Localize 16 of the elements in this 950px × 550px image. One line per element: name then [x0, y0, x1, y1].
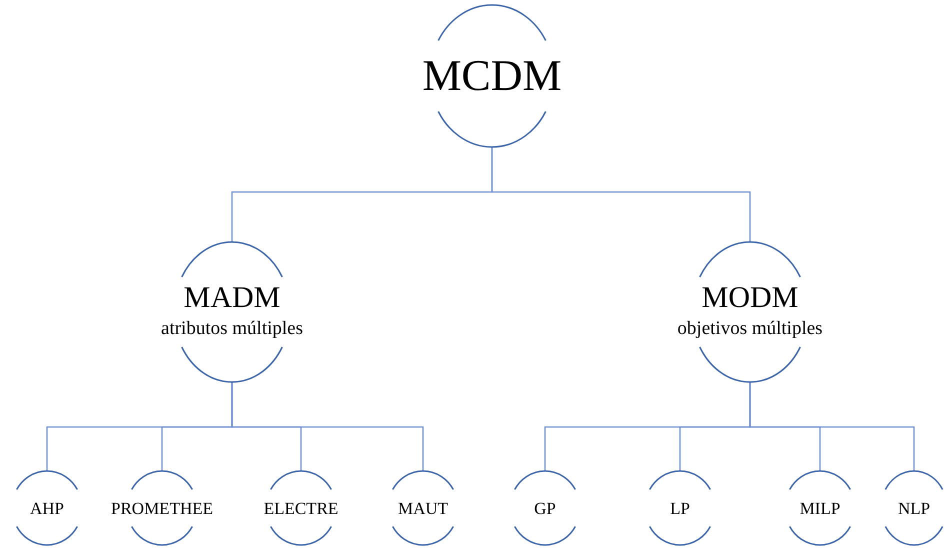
- node-title: GP: [534, 500, 556, 516]
- node-title: AHP: [30, 500, 64, 516]
- node-title: NLP: [898, 500, 930, 516]
- node-title: MILP: [800, 500, 840, 516]
- node-title: MADM: [184, 283, 280, 314]
- connector-line: [231, 382, 424, 471]
- node-title: ELECTRE: [264, 500, 338, 516]
- connector-line: [491, 147, 751, 242]
- node-subtitle: objetivos múltiples: [677, 317, 823, 341]
- node-subtitle: atributos múltiples: [161, 317, 303, 341]
- node-title: PROMETHEE: [111, 500, 213, 516]
- connector-line: [749, 382, 915, 471]
- node-title: LP: [670, 500, 690, 516]
- node-title: MODM: [702, 283, 798, 314]
- node-title: MAUT: [398, 500, 448, 516]
- node-title: MCDM: [422, 54, 562, 98]
